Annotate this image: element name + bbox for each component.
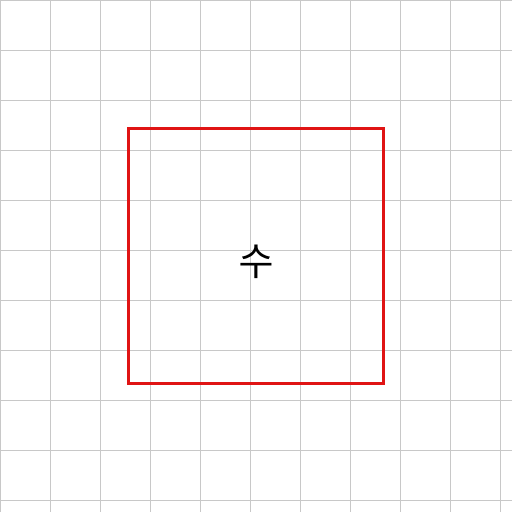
target-box [127, 127, 385, 385]
center-character: 수 [238, 240, 274, 284]
